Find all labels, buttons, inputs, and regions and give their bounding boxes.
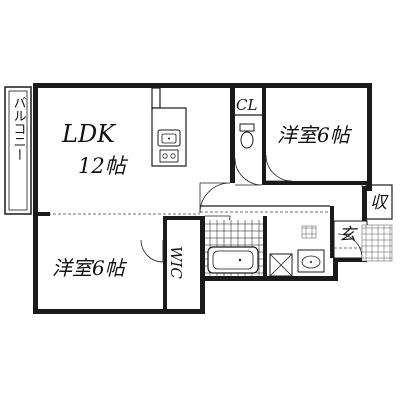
storage-box bbox=[365, 184, 393, 220]
interior-walls bbox=[38, 83, 367, 309]
storage-label: 収 bbox=[370, 193, 389, 213]
ldk-size-label: 12帖 bbox=[78, 154, 129, 178]
kitchen-counter bbox=[151, 87, 187, 167]
closet-label: CL bbox=[236, 96, 257, 114]
doors bbox=[140, 154, 363, 263]
bathroom bbox=[205, 220, 263, 276]
walk-in-closet-label: WIC bbox=[167, 246, 185, 279]
balcony-label: バルコニー bbox=[11, 96, 27, 161]
entrance-label: 玄 bbox=[339, 225, 358, 245]
ldk-label: LDK bbox=[61, 120, 117, 148]
balcony-area bbox=[4, 86, 32, 215]
toilet bbox=[239, 123, 255, 149]
outer-walls bbox=[33, 83, 372, 314]
bedroom-west-label: 洋室6帖 bbox=[52, 256, 128, 280]
washroom bbox=[269, 225, 325, 277]
entrance-area bbox=[333, 220, 393, 262]
bedroom-east-label: 洋室6帖 bbox=[277, 123, 353, 147]
